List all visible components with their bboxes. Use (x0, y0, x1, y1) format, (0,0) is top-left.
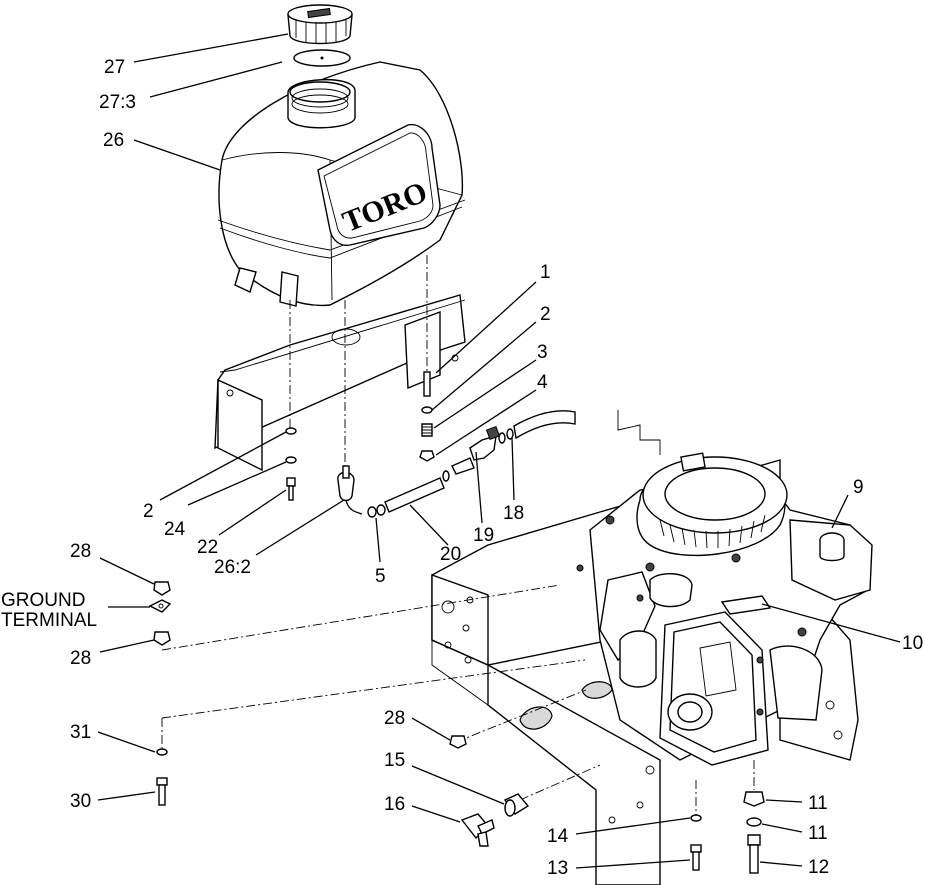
callout-28-mid: 28 (70, 648, 91, 669)
callout-labels: 27 27:3 26 1 2 3 4 9 18 19 20 5 26:2 22 … (1, 57, 923, 879)
callout-26: 26 (103, 130, 124, 151)
callout-2-left: 2 (143, 501, 154, 522)
callout-19: 19 (473, 525, 494, 546)
callout-11-bottom: 11 (808, 823, 828, 844)
callout-2-right: 2 (540, 304, 551, 325)
tank-bracket (214, 294, 466, 472)
callout-22: 22 (197, 537, 218, 558)
callout-31: 31 (70, 722, 91, 743)
callout-28-frame: 28 (384, 708, 405, 729)
fuel-line (337, 410, 576, 518)
fuel-cap (287, 4, 353, 67)
callout-3: 3 (537, 342, 548, 363)
callout-27: 27 (104, 57, 125, 78)
callout-1: 1 (540, 262, 551, 283)
callout-10: 10 (902, 633, 923, 654)
fuel-tank: TORO (217, 61, 466, 307)
ground-terminal-hardware (148, 581, 172, 806)
callout-13: 13 (547, 858, 568, 879)
callout-11-top: 11 (808, 793, 828, 814)
callout-16: 16 (384, 794, 405, 815)
drain-fittings (460, 793, 530, 847)
callout-9: 9 (853, 477, 864, 498)
callout-27-3: 27:3 (99, 92, 136, 113)
callout-24: 24 (164, 519, 186, 540)
callout-12: 12 (808, 857, 829, 878)
callout-ground: GROUND (1, 590, 85, 611)
alignment-lines-tank (289, 255, 428, 470)
callout-terminal: TERMINAL (1, 610, 97, 631)
callout-14: 14 (547, 826, 569, 847)
leader-lines (97, 33, 901, 869)
engine-mount-hardware (690, 791, 765, 874)
callout-28-top: 28 (70, 541, 91, 562)
left-mount-hardware (285, 427, 297, 501)
frame-nut (449, 735, 467, 749)
callout-20: 20 (440, 544, 461, 565)
callout-30: 30 (70, 791, 91, 812)
mount-stud-hardware (419, 371, 435, 462)
callout-18: 18 (503, 503, 524, 524)
engine (576, 452, 873, 766)
callout-5: 5 (375, 566, 386, 587)
callout-4: 4 (537, 372, 548, 393)
alignment-lines-ground (161, 584, 755, 815)
callout-26-2: 26:2 (214, 557, 251, 578)
callout-15: 15 (384, 750, 405, 771)
